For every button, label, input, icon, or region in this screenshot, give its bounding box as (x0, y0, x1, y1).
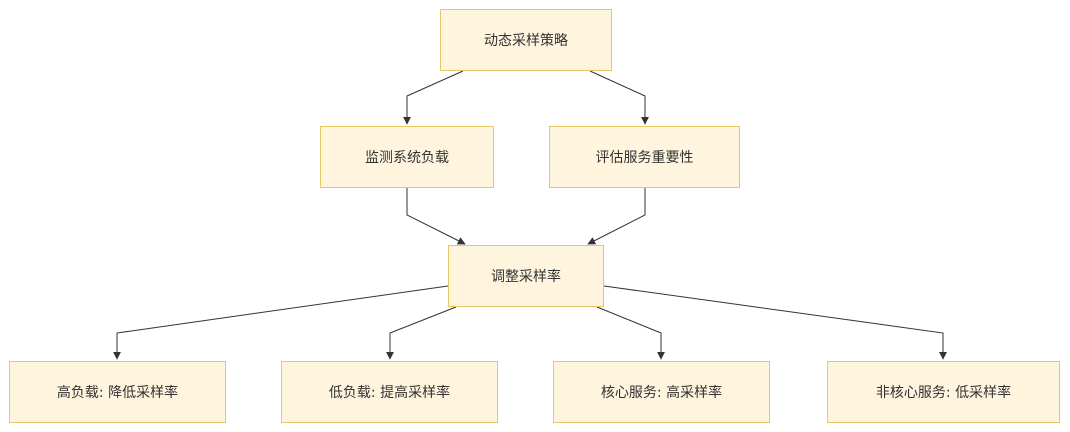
edge-adjust-leaf4 (603, 285, 947, 360)
node-label: 评估服务重要性 (595, 150, 694, 166)
edge-adjust-leaf3 (596, 306, 665, 360)
node-monitor-system-load: 监测系统负载 (320, 126, 494, 188)
node-dynamic-sampling-strategy: 动态采样策略 (440, 9, 612, 71)
node-adjust-sampling-rate: 调整采样率 (448, 245, 604, 307)
node-evaluate-service-importance: 评估服务重要性 (549, 126, 740, 188)
edge-evaluate-adjust (587, 188, 646, 245)
node-label: 监测系统负载 (365, 150, 449, 166)
node-label: 非核心服务: 低采样率 (875, 385, 1012, 401)
node-label: 高负载: 降低采样率 (56, 385, 179, 401)
node-high-load-lower-rate: 高负载: 降低采样率 (9, 361, 226, 423)
node-label: 低负载: 提高采样率 (328, 385, 451, 401)
edge-adjust-leaf1 (113, 285, 449, 360)
node-noncore-service-low-rate: 非核心服务: 低采样率 (827, 361, 1060, 423)
edge-monitor-adjust (406, 188, 466, 245)
edge-adjust-leaf2 (386, 306, 457, 360)
node-low-load-raise-rate: 低负载: 提高采样率 (281, 361, 498, 423)
node-label: 核心服务: 高采样率 (600, 385, 723, 401)
edge-root-evaluate (589, 70, 649, 125)
node-label: 调整采样率 (491, 269, 561, 285)
node-label: 动态采样策略 (484, 33, 568, 49)
node-core-service-high-rate: 核心服务: 高采样率 (553, 361, 770, 423)
edge-root-monitor (403, 70, 464, 125)
